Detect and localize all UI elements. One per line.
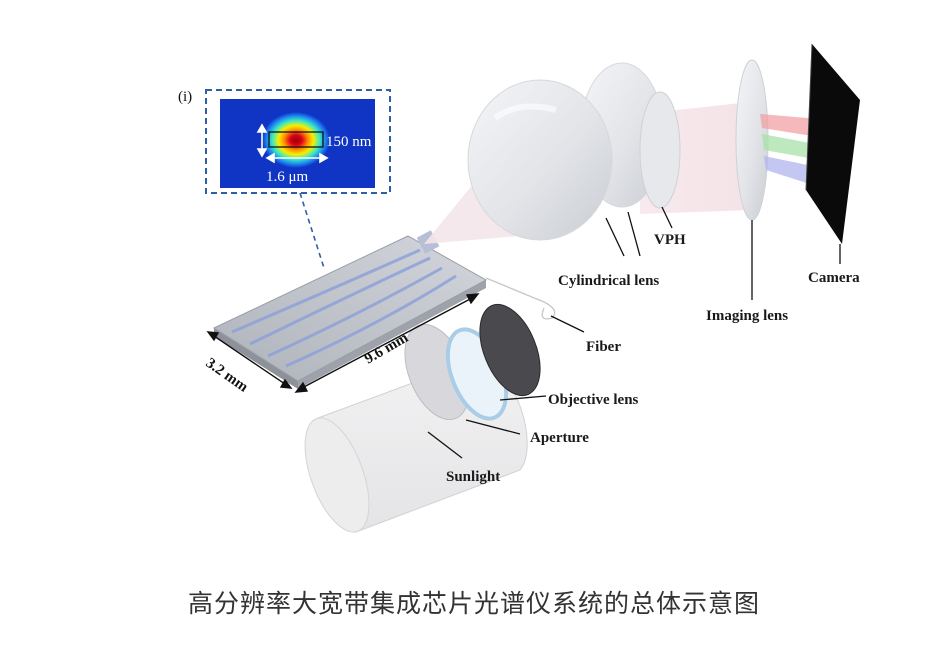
thickness-arrow xyxy=(256,123,268,158)
waveguide-outline xyxy=(268,131,324,148)
imaging-lens-label: Imaging lens xyxy=(706,308,788,324)
leader-lines xyxy=(427,206,841,459)
chip-width-label: 3.2 mm xyxy=(203,355,251,396)
camera-edge xyxy=(805,43,813,191)
chip-front xyxy=(298,280,486,389)
camera-label: Camera xyxy=(808,270,860,286)
aperture-label: Aperture xyxy=(530,430,589,446)
cylindrical-lens-label: Cylindrical lens xyxy=(558,273,659,289)
sunlight-label: Sunlight xyxy=(446,469,500,485)
objective-lens-label: Objective lens xyxy=(548,392,639,408)
objective-lens-dark xyxy=(479,303,541,397)
thickness-label: 150 nm xyxy=(326,134,372,150)
waveguide-channels xyxy=(231,248,457,368)
fiber-label: Fiber xyxy=(586,339,621,355)
chip-width-arrow xyxy=(206,331,293,389)
width-label: 1.6 μm xyxy=(266,169,309,185)
inset-panel-label: (i) xyxy=(178,89,192,105)
camera-sensor xyxy=(806,44,860,244)
cylindrical-lens-body xyxy=(467,79,613,241)
chip-top xyxy=(212,235,488,382)
chip-length-arrow xyxy=(294,293,480,393)
width-arrow xyxy=(265,152,329,164)
vph-label: VPH xyxy=(654,232,686,248)
inset-frame xyxy=(205,89,391,194)
figure-caption: 高分辨率大宽带集成芯片光谱仪系统的总体示意图 xyxy=(187,589,760,618)
mode-field-profile xyxy=(262,112,330,168)
vph-grating xyxy=(639,91,681,209)
lens-highlight xyxy=(493,103,557,121)
inset-leader-line xyxy=(299,192,325,269)
chip-side xyxy=(214,328,298,389)
fiber-line xyxy=(485,277,556,320)
sunlight-cylinder-face xyxy=(304,417,370,533)
